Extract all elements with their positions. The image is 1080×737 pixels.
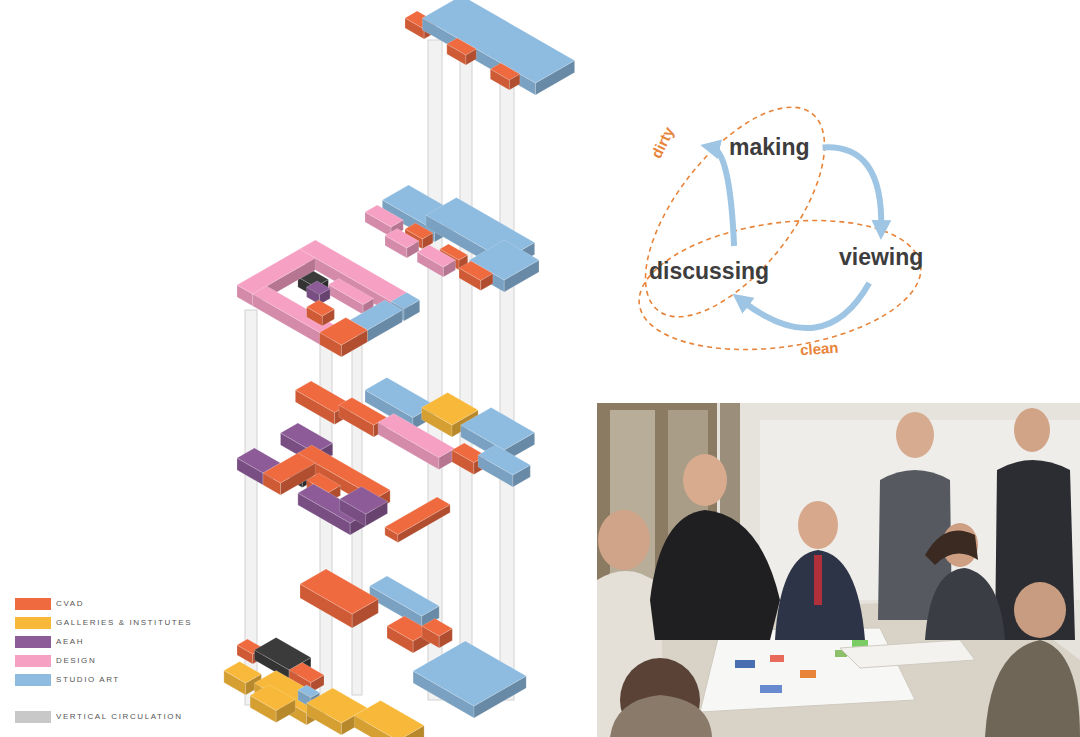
block-face <box>339 398 387 426</box>
block-face <box>385 229 419 249</box>
block-face <box>385 497 450 535</box>
block-face <box>224 662 262 684</box>
block-face <box>328 279 373 305</box>
legend-swatch <box>15 674 51 686</box>
legend-text: CVAD <box>56 599 84 608</box>
block-face <box>307 281 331 295</box>
block-face <box>298 685 320 698</box>
block-face <box>307 300 335 316</box>
block-face <box>370 576 440 616</box>
legend-text: AEAH <box>56 637 84 646</box>
step-label: making <box>726 132 813 163</box>
legend-swatch <box>15 636 51 648</box>
block-face <box>300 240 411 304</box>
block-face <box>340 487 388 515</box>
legend-swatch <box>15 655 51 667</box>
exploded-axonometric <box>224 0 575 737</box>
zone-ellipses <box>612 78 929 366</box>
cycle-step: viewing <box>836 242 926 273</box>
block-face <box>300 569 378 614</box>
cycle-step: discussing <box>646 256 772 287</box>
step-label: discussing <box>646 256 772 287</box>
block-face <box>289 663 324 683</box>
zone-label: dirty <box>647 124 677 161</box>
block-face <box>490 63 520 80</box>
block-face <box>365 205 403 227</box>
legend-swatch <box>15 598 51 610</box>
legend-text: STUDIO ART <box>56 675 120 684</box>
zone-label: clean <box>799 339 838 359</box>
cycle-step: making <box>726 132 813 163</box>
legend-swatch <box>15 711 51 723</box>
block-face <box>478 445 530 475</box>
legend-text: DESIGN <box>56 656 96 665</box>
legend-text: VERTICAL CIRCULATION <box>56 712 183 721</box>
block-face <box>250 685 295 711</box>
block-face <box>422 0 574 83</box>
step-label: viewing <box>836 242 926 273</box>
block-face <box>354 701 424 737</box>
block-face <box>417 245 455 267</box>
cycle-arrow <box>742 283 869 328</box>
legend-swatch <box>15 617 51 629</box>
block-face <box>378 414 455 458</box>
block-face <box>422 619 453 637</box>
vertical-circulation <box>245 40 514 705</box>
block-face <box>320 318 368 346</box>
block-face <box>253 286 337 334</box>
block-face <box>459 261 493 281</box>
legend-text: GALLERIES & INSTITUTES <box>56 618 192 627</box>
block-face <box>263 453 315 483</box>
cycle-arrow <box>712 148 734 247</box>
block-face <box>447 38 477 55</box>
block-face <box>413 641 526 706</box>
meeting-photo <box>597 403 1080 737</box>
block-face <box>461 408 535 451</box>
cycle-arrow <box>823 147 882 228</box>
block-face <box>237 249 315 294</box>
